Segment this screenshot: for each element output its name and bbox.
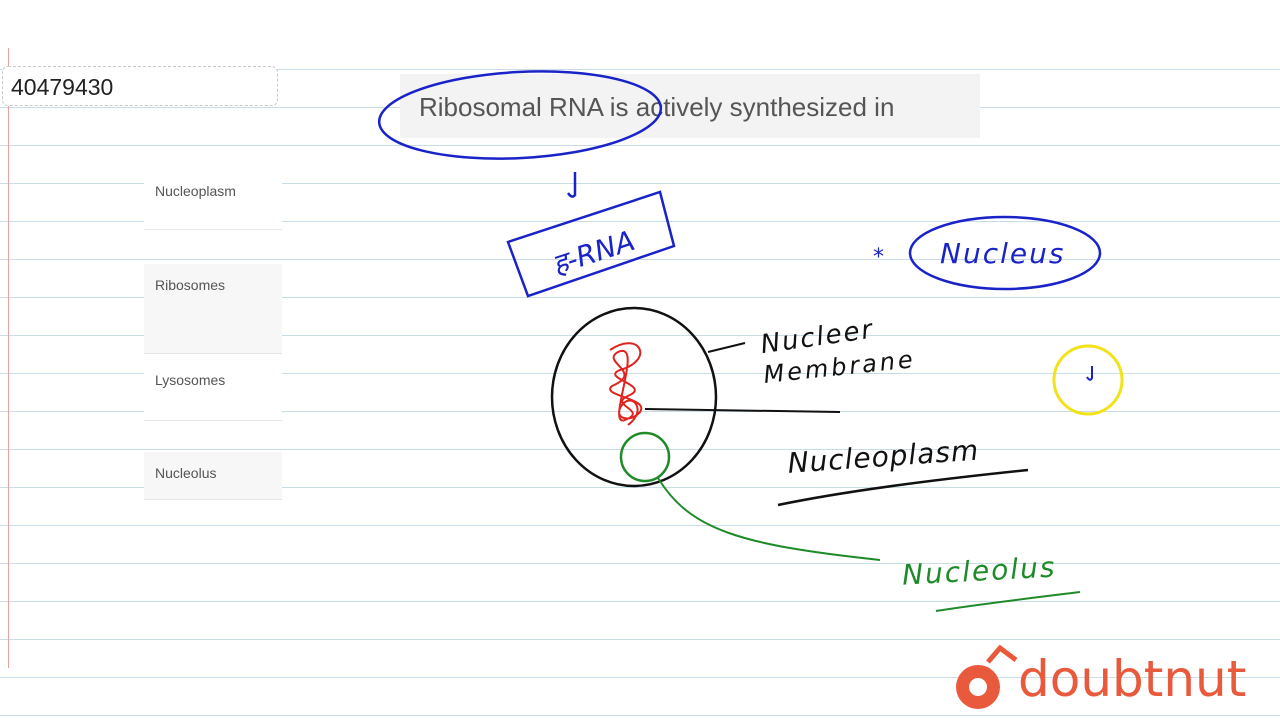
answer-label: Nucleus (940, 237, 1065, 270)
question-id: 40479430 (2, 66, 278, 106)
nucleoplasm-pointer (644, 408, 841, 413)
option-nucleoplasm[interactable]: Nucleoplasm (144, 170, 282, 230)
margin-line (8, 48, 9, 668)
nucleoplasm-underline (777, 468, 1029, 507)
nucleus-drawing (550, 306, 718, 488)
highlight-ellipse (377, 70, 663, 160)
option-ribosomes[interactable]: Ribosomes (144, 264, 282, 354)
question-bar (400, 74, 980, 138)
nuclear-membrane-pointer (707, 342, 746, 353)
star-icon: * (873, 245, 884, 270)
option-label: Ribosomes (155, 277, 226, 293)
nucleoplasm-label: Nucleoplasm (787, 434, 981, 480)
down-arrow-icon (566, 172, 577, 198)
option-lysosomes[interactable]: Lysosomes (144, 359, 282, 421)
nucleolus-underline (935, 591, 1081, 612)
option-label: Lysosomes (155, 372, 226, 388)
option-nucleolus[interactable]: Nucleolus (144, 452, 282, 500)
option-label: Nucleolus (155, 465, 217, 481)
chromatin-scribble (609, 342, 643, 426)
option-label: Nucleoplasm (155, 183, 236, 199)
nucleolus-label: Nucleolus (901, 551, 1057, 592)
doubtnut-wordmark: doubtnut (1018, 650, 1247, 708)
doubtnut-logo-icon (956, 644, 1018, 709)
nucleolus-drawing (619, 431, 671, 483)
nucleolus-pointer (657, 477, 881, 561)
cursor-icon (1086, 366, 1093, 381)
answer-ellipse (908, 215, 1102, 291)
rrna-box (506, 190, 676, 298)
cursor-highlight (1052, 344, 1124, 416)
